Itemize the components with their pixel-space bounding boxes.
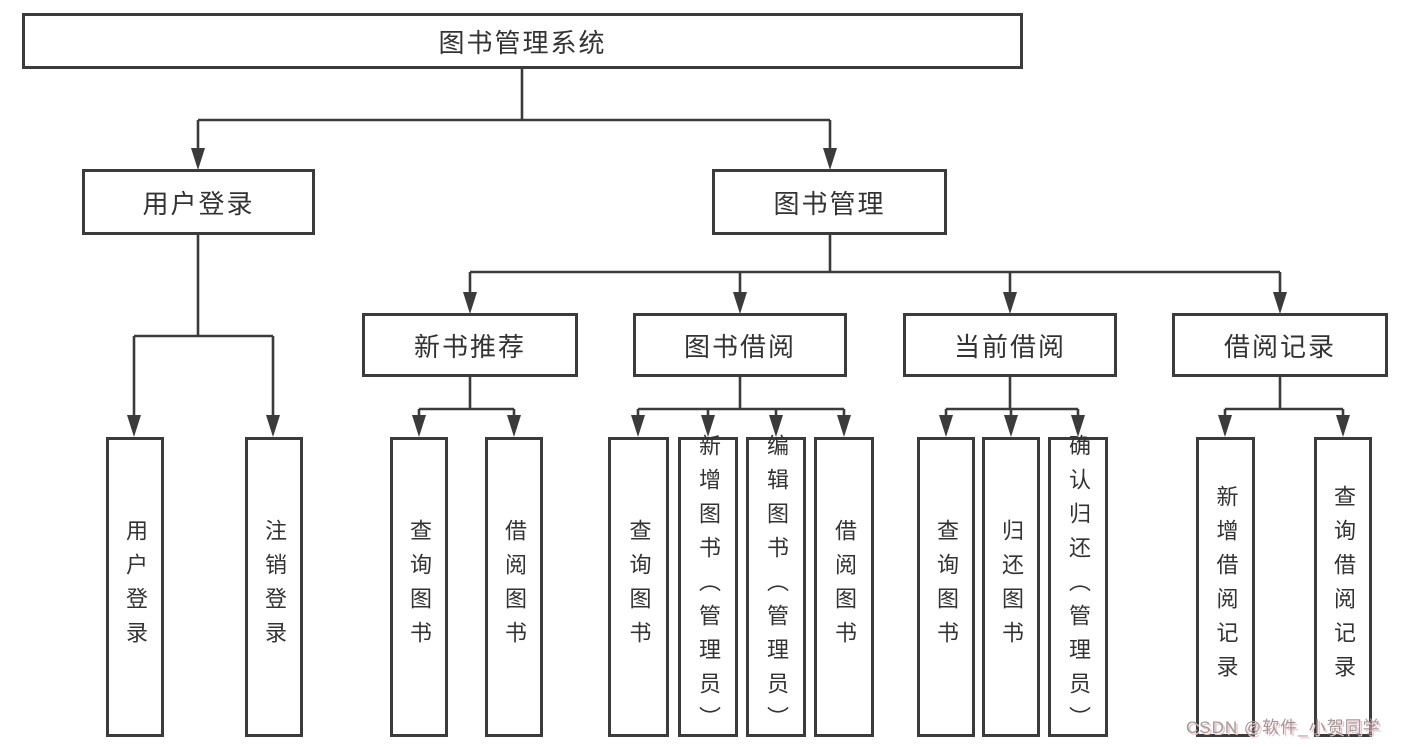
node-borrow-records: 借阅记录 xyxy=(1172,313,1388,377)
node-label: 新书推荐 xyxy=(413,331,526,362)
arrowhead-icon xyxy=(769,415,783,437)
node-label: 用户登录 xyxy=(123,519,148,655)
arrowhead-icon xyxy=(701,415,715,437)
node-current-borrowing: 当前借阅 xyxy=(903,313,1117,377)
arrowhead-icon xyxy=(507,415,521,437)
connector-root xyxy=(191,69,837,170)
node-label: 查询图书 xyxy=(407,519,432,655)
leaf-confirm-return-admin: 确认归还（管理员） xyxy=(1048,434,1108,740)
node-library-system: 图书管理系统 xyxy=(22,13,1023,69)
node-label: 图书管理 xyxy=(773,188,886,219)
node-label: 新增图书（管理员） xyxy=(696,434,721,740)
arrowhead-icon xyxy=(1003,292,1017,314)
node-label: 图书借阅 xyxy=(683,331,796,362)
node-label: 当前借阅 xyxy=(953,331,1066,362)
arrowhead-icon xyxy=(837,415,851,437)
node-user-login: 用户登录 xyxy=(82,169,315,235)
leaf-add-book-admin: 新增图书（管理员） xyxy=(678,434,738,740)
node-label: 编辑图书（管理员） xyxy=(764,434,789,740)
connector-book-borrowing xyxy=(631,377,851,437)
leaf-query-books-recommend: 查询图书 xyxy=(390,437,448,737)
node-book-management: 图书管理 xyxy=(712,169,947,235)
arrowhead-icon xyxy=(1071,415,1085,437)
leaf-logout: 注销登录 xyxy=(245,437,303,737)
connector-borrow-records xyxy=(1218,377,1350,437)
node-label: 新增借阅记录 xyxy=(1213,485,1239,689)
node-label: 注销登录 xyxy=(262,519,287,655)
arrowhead-icon xyxy=(127,415,141,437)
csdn-watermark: CSDN @软件_小贺同学 xyxy=(1186,718,1381,737)
arrowhead-icon xyxy=(631,415,645,437)
node-new-book-recommend: 新书推荐 xyxy=(362,313,578,377)
arrowhead-icon xyxy=(1218,415,1232,437)
node-label: 借阅记录 xyxy=(1223,331,1336,362)
leaf-edit-book-admin: 编辑图书（管理员） xyxy=(746,434,806,740)
leaf-query-borrow-record: 查询借阅记录 xyxy=(1314,437,1372,737)
connector-user-login xyxy=(127,235,280,437)
node-label: 查询图书 xyxy=(934,519,959,655)
leaf-borrow-books: 借阅图书 xyxy=(814,437,874,737)
leaf-return-book: 归还图书 xyxy=(982,437,1040,737)
arrowhead-icon xyxy=(463,292,477,314)
node-label: 归还图书 xyxy=(999,519,1024,655)
node-label: 查询图书 xyxy=(626,519,652,655)
leaf-add-borrow-record: 新增借阅记录 xyxy=(1196,437,1255,737)
node-label: 借阅图书 xyxy=(502,519,527,655)
connector-new-book-recommend xyxy=(412,377,521,437)
node-book-borrowing: 图书借阅 xyxy=(633,313,847,377)
leaf-user-login: 用户登录 xyxy=(106,437,164,737)
leaf-query-books-borrowing: 查询图书 xyxy=(608,437,669,737)
node-label: 确认归还（管理员） xyxy=(1066,434,1091,740)
connector-current-borrowing xyxy=(939,377,1085,437)
arrowhead-icon xyxy=(191,148,205,170)
arrowhead-icon xyxy=(266,415,280,437)
node-label: 用户登录 xyxy=(142,188,255,219)
node-label: 查询借阅记录 xyxy=(1331,485,1356,689)
node-label: 图书管理系统 xyxy=(438,27,607,58)
arrowhead-icon xyxy=(823,148,837,170)
arrowhead-icon xyxy=(1004,415,1018,437)
arrowhead-icon xyxy=(412,415,426,437)
arrowhead-icon xyxy=(1273,292,1287,314)
arrowhead-icon xyxy=(733,292,747,314)
arrowhead-icon xyxy=(1336,415,1350,437)
connector-book-management xyxy=(463,235,1287,314)
leaf-query-books-current: 查询图书 xyxy=(917,437,975,737)
arrowhead-icon xyxy=(939,415,953,437)
leaf-borrow-books-recommend: 借阅图书 xyxy=(485,437,543,737)
node-label: 借阅图书 xyxy=(832,519,857,655)
